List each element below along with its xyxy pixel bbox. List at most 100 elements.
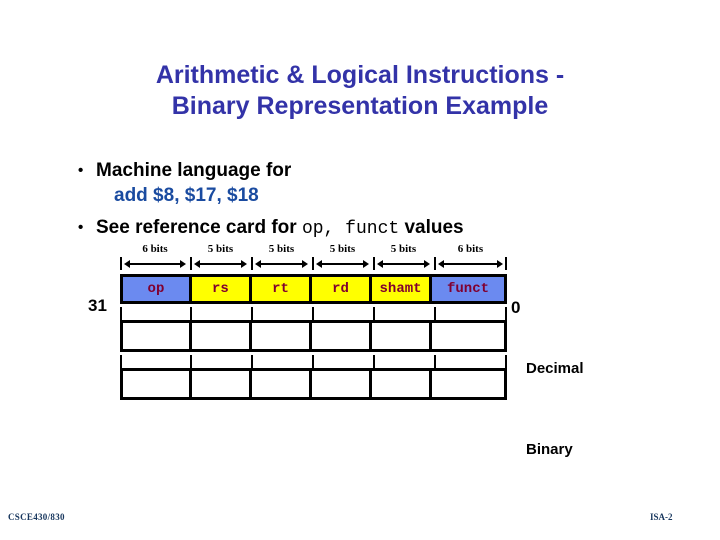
- value-cell-binary-op[interactable]: [123, 371, 192, 397]
- measure-arrow: [120, 257, 190, 270]
- measure-line: [256, 263, 306, 265]
- measure-line: [439, 263, 501, 265]
- arrow-left-icon: [254, 260, 261, 268]
- value-cell-binary-funct[interactable]: [432, 371, 504, 397]
- bullet-marker-icon: •: [78, 219, 84, 236]
- bit-width-label: 6 bits: [457, 243, 484, 255]
- value-cell-decimal-shamt[interactable]: [372, 323, 433, 349]
- measure-arrow: [372, 257, 434, 270]
- bullet-row: • See reference card for op, funct value…: [78, 215, 638, 242]
- value-cell-binary-shamt[interactable]: [372, 371, 433, 397]
- bit-width-label: 5 bits: [329, 243, 356, 255]
- bit-width-label: 5 bits: [207, 243, 234, 255]
- measure-tick-icon: [120, 257, 122, 270]
- measure-arrow: [433, 257, 507, 270]
- tick-cell: [250, 304, 312, 320]
- tick-icon: [190, 307, 192, 320]
- tick-cell: [372, 352, 434, 368]
- footer-slide-number: ISA-2: [650, 512, 673, 522]
- tick-cell: [190, 304, 251, 320]
- measure-tick-icon: [372, 257, 375, 270]
- bit-width-cell-rt: 5 bits: [250, 243, 312, 274]
- value-row-decimal: [120, 320, 507, 352]
- bullet-text-before: See reference card for: [96, 217, 302, 238]
- bit-width-cell-shamt: 5 bits: [372, 243, 434, 274]
- tick-cell: [372, 304, 434, 320]
- measure-line: [126, 263, 184, 265]
- tick-icon: [190, 355, 192, 368]
- tick-cell: [311, 304, 373, 320]
- tick-icon: [433, 355, 436, 368]
- bullet-row: • Machine language for: [78, 158, 638, 183]
- tick-cell: [433, 304, 507, 320]
- tick-icon: [250, 355, 253, 368]
- value-cell-binary-rs[interactable]: [192, 371, 252, 397]
- instruction-field-rs: rs: [191, 277, 252, 301]
- arrow-right-icon: [180, 260, 186, 268]
- value-cell-decimal-rd[interactable]: [312, 323, 373, 349]
- arrow-right-icon: [496, 260, 503, 268]
- measure-tick-icon: [190, 257, 192, 270]
- tick-icon: [311, 307, 314, 320]
- page-title: Arithmetic & Logical Instructions - Bina…: [60, 60, 660, 122]
- bit-width-label: 5 bits: [390, 243, 417, 255]
- value-cell-decimal-funct[interactable]: [432, 323, 504, 349]
- measure-line: [378, 263, 428, 265]
- tick-icon: [505, 307, 507, 320]
- measure-line: [317, 263, 367, 265]
- bullet-item-1: • Machine language for add $8, $17, $18: [78, 158, 638, 208]
- tick-row-binary: [120, 352, 507, 368]
- bit-index-left-label: 31: [88, 296, 107, 315]
- tick-cell: [190, 352, 251, 368]
- bullet-text-after: values: [399, 217, 464, 238]
- arrow-left-icon: [124, 260, 130, 268]
- bullet-mono-fields: op, funct: [301, 219, 400, 239]
- bit-width-cell-op: 6 bits: [120, 243, 190, 274]
- tick-cell: [120, 304, 190, 320]
- value-cell-binary-rd[interactable]: [312, 371, 373, 397]
- instruction-field-shamt: shamt: [372, 277, 433, 301]
- measure-tick-icon: [504, 257, 507, 270]
- tick-row-decimal: [120, 304, 507, 320]
- value-cell-decimal-op[interactable]: [123, 323, 192, 349]
- page-title-line-2: Binary Representation Example: [171, 92, 549, 120]
- instruction-field-rt: rt: [251, 277, 312, 301]
- value-cell-decimal-rt[interactable]: [252, 323, 312, 349]
- arrow-right-icon: [423, 260, 430, 268]
- tick-cell: [311, 352, 373, 368]
- bit-width-measure-row: 6 bits 5 bits 5 bits 5 bits 5 bits 6 bits: [120, 243, 507, 274]
- value-cell-decimal-rs[interactable]: [192, 323, 252, 349]
- bullet-sub-line-instruction: add $8, $17, $18: [114, 185, 259, 206]
- instruction-field-op: op: [123, 277, 192, 301]
- tick-cell: [250, 352, 312, 368]
- bit-index-right-label: 0: [511, 298, 521, 317]
- tick-icon: [120, 355, 122, 368]
- page-title-line-1: Arithmetic & Logical Instructions -: [155, 61, 565, 89]
- measure-arrow: [250, 257, 312, 270]
- row-label-binary: Binary: [526, 441, 573, 458]
- tick-cell: [120, 352, 190, 368]
- measure-tick-icon: [250, 257, 253, 270]
- arrow-left-icon: [437, 260, 444, 268]
- footer-course-code: CSCE430/830: [8, 512, 65, 522]
- tick-icon: [120, 307, 122, 320]
- arrow-left-icon: [376, 260, 383, 268]
- tick-icon: [372, 355, 375, 368]
- bullet-text: See reference card for op, funct values: [96, 215, 638, 242]
- tick-icon: [311, 355, 314, 368]
- measure-arrow: [311, 257, 373, 270]
- arrow-left-icon: [315, 260, 322, 268]
- value-cell-binary-rt[interactable]: [252, 371, 312, 397]
- measure-arrow: [190, 257, 251, 270]
- arrow-right-icon: [362, 260, 369, 268]
- row-label-decimal: Decimal: [526, 360, 584, 377]
- tick-icon: [250, 307, 253, 320]
- tick-cell: [433, 352, 507, 368]
- bullet-list: • Machine language for add $8, $17, $18 …: [78, 158, 638, 242]
- bit-width-label: 5 bits: [268, 243, 295, 255]
- arrow-right-icon: [301, 260, 308, 268]
- tick-icon: [372, 307, 375, 320]
- measure-tick-icon: [311, 257, 314, 270]
